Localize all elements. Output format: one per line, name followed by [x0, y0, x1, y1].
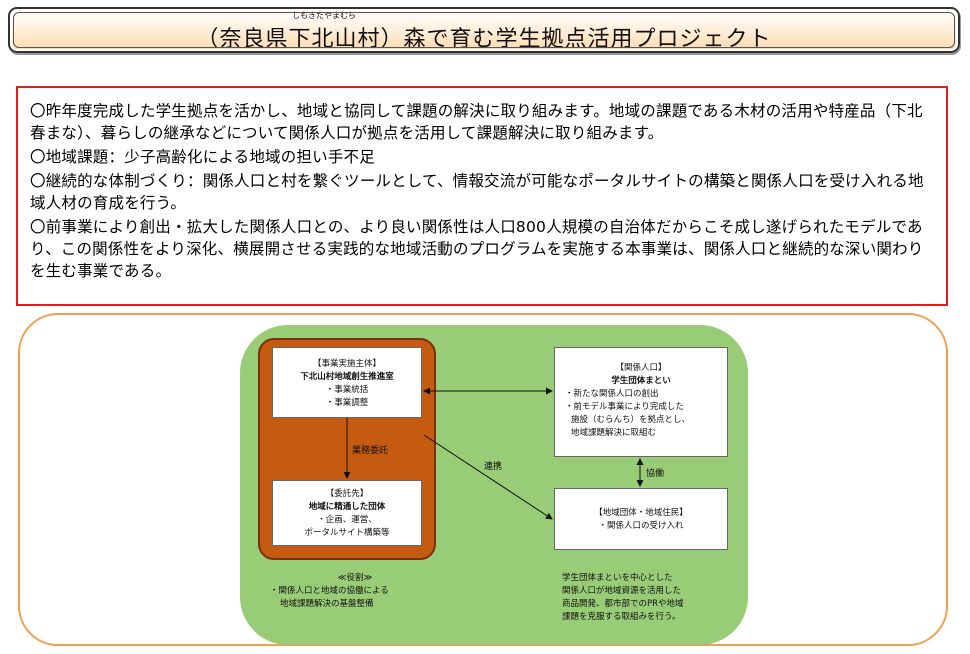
local-groups-tag: 【地域団体・地域住民】: [594, 508, 688, 518]
related-people-name: 学生団体まとい: [611, 376, 671, 386]
implementer-tag: 【事業実施主体】: [312, 359, 381, 369]
contractor-item: ・企画、運営、: [317, 515, 377, 525]
collaboration-arrow: [423, 434, 553, 520]
related-people-tag: 【関係人口】: [615, 363, 667, 373]
student-note-line: 商品開発、都市部でのPRや地域: [562, 599, 684, 609]
summary-line: 〇地域課題：少子高齢化による地域の担い手不足: [30, 148, 375, 166]
implementer-item: ・事業調整: [325, 398, 369, 408]
role-note: ≪役割≫ ・関係人口と地域の協働による 地域課題解決の基盤整備: [270, 572, 440, 611]
local-groups-item: ・関係人口の受け入れ: [598, 521, 684, 531]
role-note-line: 地域課題解決の基盤整備: [280, 599, 374, 609]
contractor-tag: 【委託先】: [325, 489, 369, 499]
related-people-item: 施設（むらんち）を拠点とし、: [571, 415, 691, 425]
student-note-line: 課題を克服する取組みを行う。: [562, 612, 681, 622]
local-groups-node: 【地域団体・地域住民】 ・関係人口の受け入れ: [554, 488, 728, 550]
role-note-heading: ≪役割≫: [337, 573, 373, 583]
summary-box: 〇昨年度完成した学生拠点を活かし、地域と協同して課題の解決に取り組みます。地域の…: [16, 86, 948, 306]
role-note-line: ・関係人口と地域の協働による: [270, 586, 389, 596]
outsourcing-label: 業務委託: [352, 446, 389, 456]
contractor-item: ポータルサイト構築等: [304, 528, 390, 538]
student-note-line: 関係人口が地域資源を活用した: [562, 586, 682, 596]
collaboration-label: 連携: [484, 462, 503, 472]
related-people-node: 【関係人口】 学生団体まとい ・新たな関係人口の創出 ・前モデル事業により完成し…: [554, 347, 728, 457]
contractor-name: 地域に精通した団体: [308, 502, 386, 512]
summary-line: 〇昨年度完成した学生拠点を活かし、地域と協同して課題の解決に取り組みます。地域の…: [30, 102, 923, 142]
related-people-item: 地域課題解決に取組む: [571, 428, 657, 438]
cooperation-label: 協働: [646, 469, 665, 479]
implementer-node: 【事業実施主体】 下北山村地域創生推進室 ・事業統括 ・事業調整: [272, 347, 422, 418]
implementer-name: 下北山村地域創生推進室: [300, 372, 394, 382]
summary-line: 〇継続的な体制づくり：関係人口と村を繋ぐツールとして、情報交流が可能なポータルサ…: [30, 172, 924, 212]
student-note-line: 学生団体まといを中心とした: [562, 573, 673, 583]
contractor-node: 【委託先】 地域に精通した団体 ・企画、運営、 ポータルサイト構築等: [272, 480, 422, 546]
student-note: 学生団体まといを中心とした 関係人口が地域資源を活用した 商品開発、都市部でのP…: [562, 572, 684, 624]
implementer-item: ・事業統括: [325, 385, 369, 395]
summary-line: 〇前事業により創出・拡大した関係人口との、より良い関係性は人口800人規模の自治…: [30, 218, 924, 280]
related-people-item: ・新たな関係人口の創出: [565, 389, 659, 399]
related-people-item: ・前モデル事業により完成した: [565, 402, 684, 412]
title-banner: しもきたやまむら （奈良県下北山村）森で育む学生拠点活用プロジェクト: [8, 7, 960, 53]
